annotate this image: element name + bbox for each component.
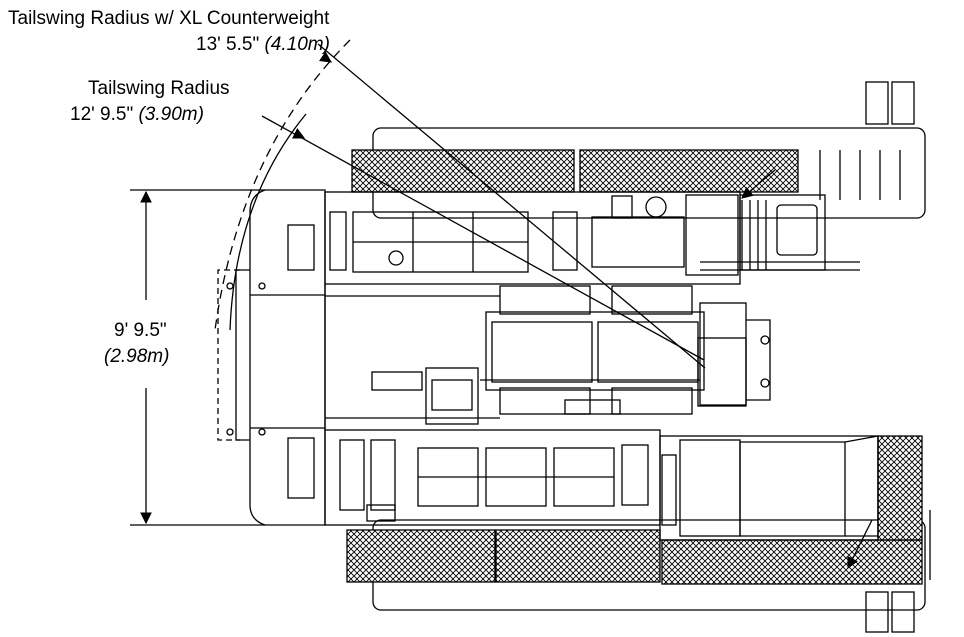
width-metric: (2.98m) bbox=[104, 346, 170, 367]
walkway-bottom-right bbox=[661, 539, 923, 585]
radius-metric: (3.90m) bbox=[138, 104, 204, 125]
door-swing-arrow-bottom bbox=[847, 519, 873, 570]
walkway-top-right bbox=[579, 149, 799, 193]
radius-leader bbox=[261, 115, 705, 361]
xl-radius-imperial: 13' 5.5" bbox=[196, 34, 260, 55]
walkway-bottom-mid bbox=[495, 529, 661, 583]
operator-cab bbox=[659, 435, 879, 541]
width-dimension bbox=[130, 189, 265, 526]
engine-area bbox=[591, 194, 860, 407]
xl-radius-metric: (4.10m) bbox=[264, 34, 330, 55]
radius-title: Tailswing Radius bbox=[88, 78, 230, 99]
radius-imperial: 12' 9.5" bbox=[70, 104, 134, 125]
width-imperial: 9' 9.5" bbox=[114, 320, 167, 341]
walkway-top-left bbox=[351, 149, 575, 193]
walkway-bottom-left bbox=[346, 529, 496, 583]
xl-radius-value: 13' 5.5" (4.10m) bbox=[196, 34, 330, 56]
width-metric-wrap: (2.98m) bbox=[104, 346, 169, 368]
upperstructure bbox=[324, 191, 741, 526]
radius-value: 12' 9.5" (3.90m) bbox=[70, 104, 204, 126]
walkway-right bbox=[877, 435, 923, 541]
tailswing-arc bbox=[229, 113, 307, 331]
slew-mechanism bbox=[371, 285, 705, 425]
door-swing-arrow-top bbox=[741, 169, 776, 199]
xl-radius-title: Tailswing Radius w/ XL Counterweight bbox=[8, 8, 330, 29]
xl-tailswing-arc bbox=[214, 39, 351, 331]
xl-radius-leader bbox=[317, 43, 706, 369]
